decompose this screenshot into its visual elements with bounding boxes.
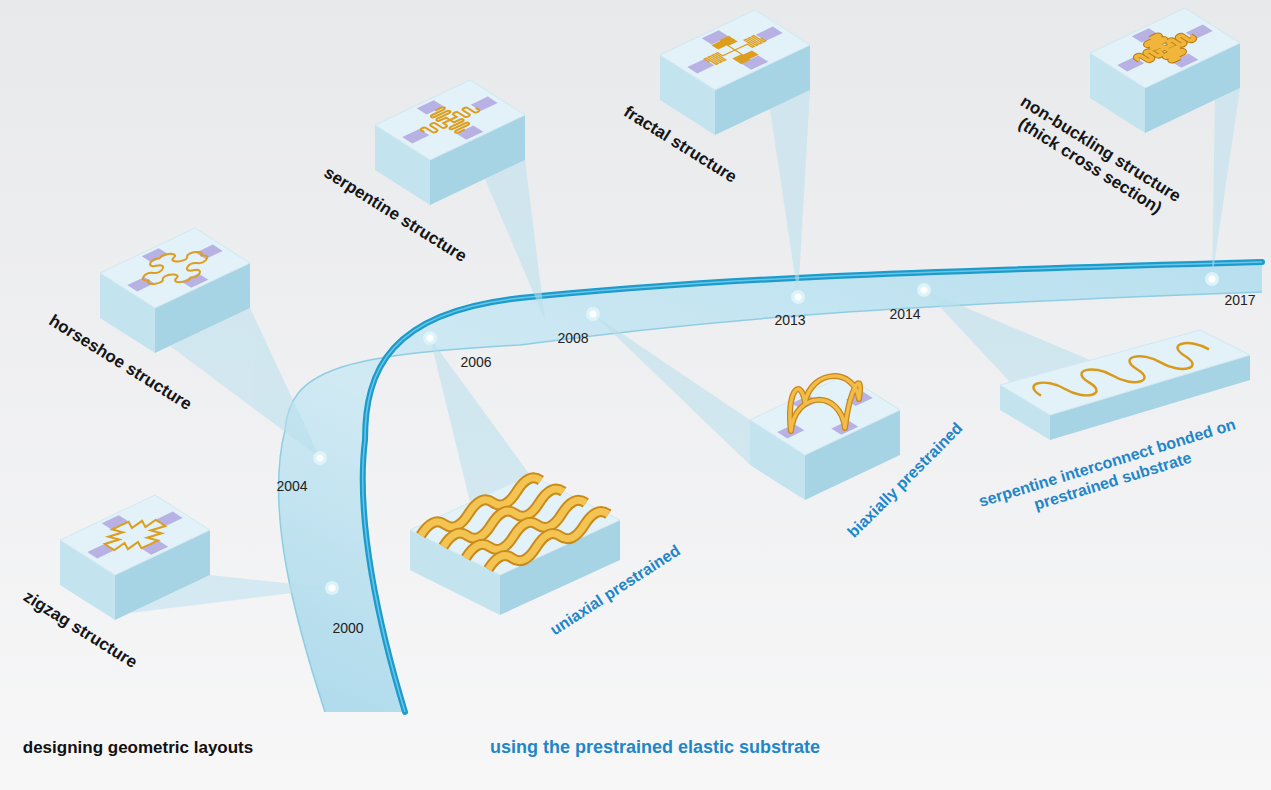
year-label: 2008 [557, 330, 588, 347]
structure-label: fractal structure [620, 102, 741, 188]
structure-label: horseshoe structure [45, 311, 195, 415]
non-buckling-cube [1090, 8, 1240, 133]
year-label: 2014 [889, 306, 920, 323]
method-label: serpentine interconnect bonded on prestr… [961, 410, 1259, 534]
horseshoe-cube [100, 228, 250, 353]
category-label: using the prestrained elastic substrate [490, 737, 820, 759]
category-label: designing geometric layouts [23, 738, 254, 758]
biaxial-cube [750, 375, 900, 500]
timeline-ribbon [279, 262, 1262, 712]
year-label: 2004 [276, 478, 307, 495]
structure-label: serpentine structure [320, 163, 470, 267]
method-label: biaxially prestrained [844, 419, 967, 542]
year-label: 2013 [774, 312, 805, 329]
year-label: 2017 [1224, 292, 1255, 309]
zigzag-cube [60, 495, 210, 620]
year-dots [313, 272, 1219, 595]
structure-label: non-buckling structure (thick cross sect… [987, 80, 1204, 236]
structure-label: zigzag structure [19, 587, 140, 673]
uniaxial-slab [410, 475, 620, 615]
method-label: uniaxial prestrained [546, 541, 683, 639]
fractal-cube [660, 10, 810, 135]
year-label: 2006 [460, 354, 491, 371]
serpentine-cube [375, 80, 525, 205]
year-label: 2000 [332, 620, 363, 637]
